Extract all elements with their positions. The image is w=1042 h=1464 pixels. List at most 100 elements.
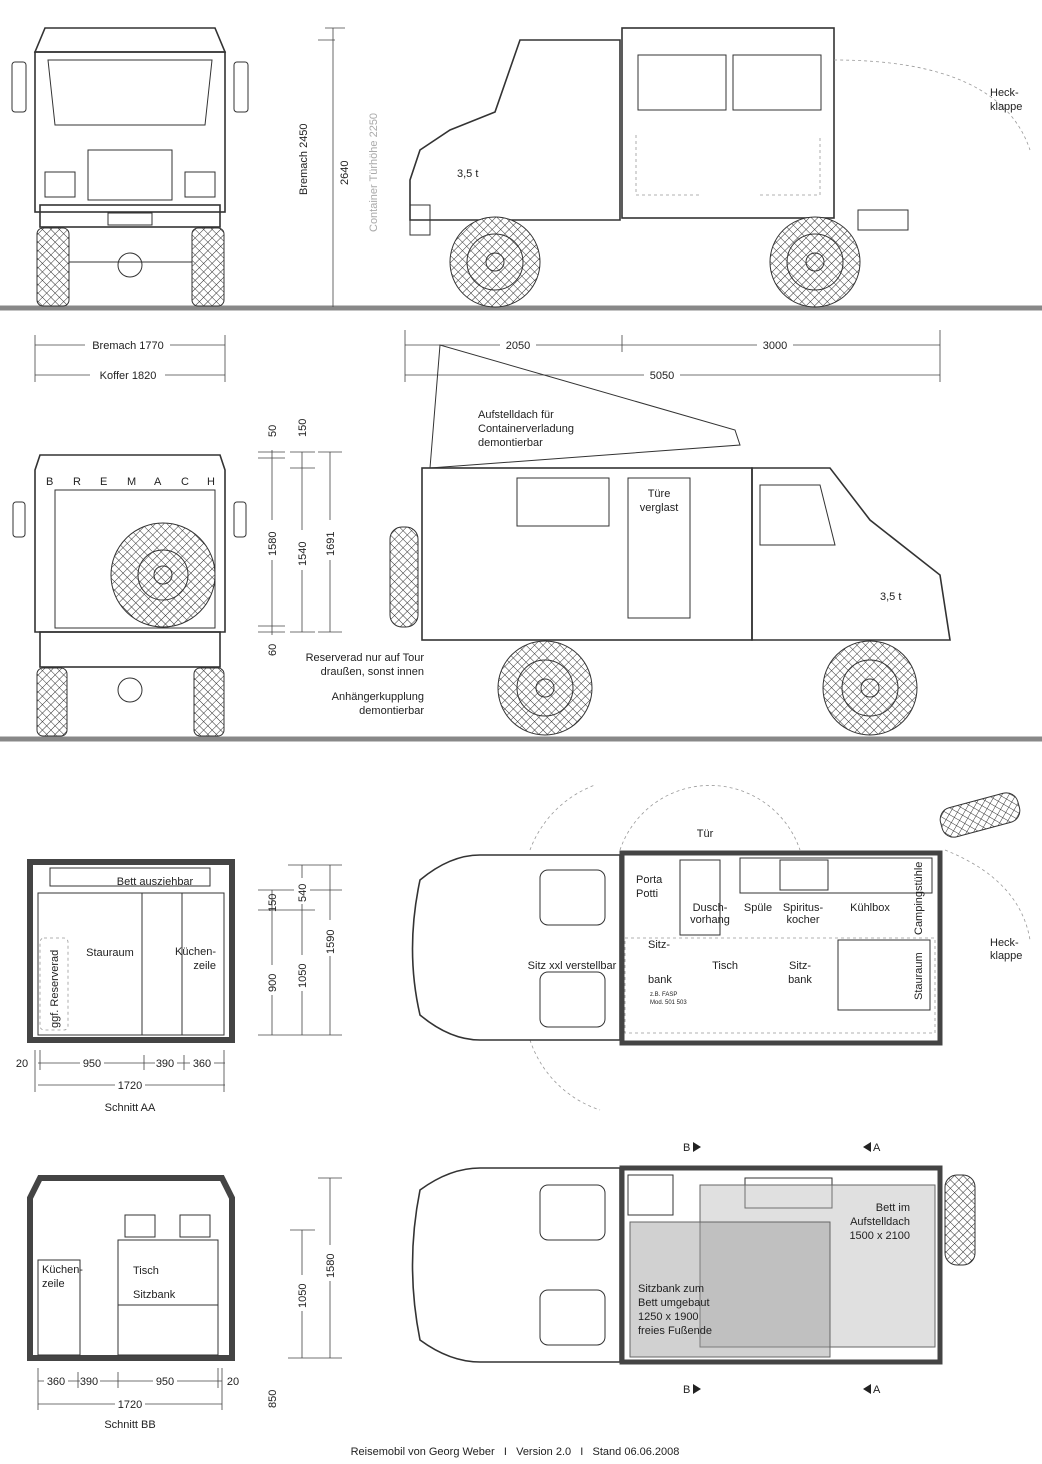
plan-top [411,784,1031,1111]
bb-dim-c: 850 [267,1390,279,1408]
plan-toilet-1: Porta [636,874,663,886]
plan-toilet-2: Potti [636,888,658,900]
bb-dim-b: 1580 [325,1254,337,1278]
bb-caption: Schnitt BB [104,1419,155,1431]
bb-kitchen-1: Küchen- [42,1264,83,1276]
aa-dim-d: 1050 [297,964,309,988]
dim-rear-top-a: 50 [267,425,279,437]
dim-rear-body-b: 1540 [297,542,309,566]
plan-bench-right-1: Sitz- [789,960,811,972]
bb-kitchen-2: zeile [42,1278,65,1290]
dim-rear-bottom: 60 [267,644,279,656]
plan-tailgate-2: klappe [990,950,1022,962]
front-view [11,27,249,307]
plan-sink: Spüle [744,902,772,914]
aa-storage: Stauraum [86,947,134,959]
roof-bed-2: Aufstelldach [850,1216,910,1228]
plan-bench-left-2: bank [648,974,672,986]
roof-bed-1: Bett im [876,1202,910,1214]
aa-dim-a: 150 [267,894,279,912]
bb-dim-a: 1050 [297,1284,309,1308]
svg-text:C: C [181,476,189,488]
rear-brand-lettering: B R E M A C H [46,476,215,488]
svg-text:H: H [207,476,215,488]
bb-hdim-a: 360 [47,1376,65,1388]
bb-hdim-d: 20 [227,1376,239,1388]
dim-rear-body-a: 1580 [267,532,279,556]
dim-rear-section: 3000 [763,340,787,352]
aa-dim-b: 540 [297,884,309,902]
plan-door: Tür [697,828,714,840]
plan-shower-1: Dusch- [693,902,728,914]
dim-total-length: 5050 [650,370,674,382]
bench-bed-2: Bett umgebaut [638,1297,710,1309]
plan-table: Tisch [712,960,738,972]
bench-bed-1: Sitzbank zum [638,1283,704,1295]
dim-total-height: 2640 [339,161,351,185]
plan-bench-note-2: Mod. 501 503 [650,1000,687,1006]
aa-hdim-d: 360 [193,1058,211,1070]
bench-bed-3: 1250 x 1900 [638,1311,699,1323]
tailgate-label-top-1: Heck- [990,87,1019,99]
aa-kitchen-2: zeile [193,960,216,972]
plan-seat: Sitz xxl verstellbar [528,960,617,972]
spare-note-2: draußen, sonst innen [321,666,424,678]
weight-badge-top: 3,5 t [457,168,478,180]
side-view-top [409,27,1031,308]
bb-hdim-total: 1720 [118,1399,142,1411]
plan-stove-1: Spiritus- [783,902,824,914]
marker-a-bottom: A [873,1384,881,1396]
dim-bremach-width: Bremach 1770 [92,340,164,352]
roof-note-3: demontierbar [478,437,543,449]
spare-note-1: Reserverad nur auf Tour [306,652,425,664]
plan-shower-2: vorhang [690,914,730,926]
aa-kitchen-1: Küchen- [175,946,216,958]
aa-spare: ggf. Reserverad [49,950,61,1028]
plan-bench-note-1: z.B. FASP [650,992,677,998]
footer: Reisemobil von Georg Weber I Version 2.0… [351,1446,680,1458]
section-bb [27,1175,235,1361]
plan-bottom [411,1165,976,1365]
plan-bench-right-2: bank [788,974,812,986]
marker-b-bottom: B [683,1384,690,1396]
roof-note-1: Aufstelldach für [478,409,554,421]
aa-hdim-c: 390 [156,1058,174,1070]
dim-bremach-height: Bremach 2450 [298,123,310,195]
rear-view [12,454,247,737]
marker-a-top: A [873,1142,881,1154]
aa-bed: Bett ausziehbar [117,876,194,888]
plan-fridge: Kühlbox [850,902,890,914]
bb-table: Tisch [133,1265,159,1277]
hitch-note-1: Anhängerkupplung [332,691,424,703]
svg-text:R: R [73,476,81,488]
bench-bed-4: freies Fußende [638,1325,712,1337]
bb-bench: Sitzbank [133,1289,176,1301]
roof-note-2: Containerverladung [478,423,574,435]
door-note-2: verglast [640,502,679,514]
aa-hdim-b: 950 [83,1058,101,1070]
svg-text:B: B [46,476,53,488]
dim-rear-body-c: 1691 [325,532,337,556]
door-note-1: Türe [648,488,671,500]
svg-text:A: A [154,476,162,488]
side-view-middle [389,344,951,736]
aa-hdim-a: 20 [16,1058,28,1070]
plan-chairs: Campingstühle [913,862,925,935]
svg-text:E: E [100,476,107,488]
tailgate-label-top-2: klappe [990,101,1022,113]
dimension-row [34,330,941,382]
svg-text:M: M [127,476,136,488]
dim-rear-top-b: 150 [297,419,309,437]
plan-bench-left-1: Sitz- [648,939,670,951]
marker-b-top: B [683,1142,690,1154]
aa-caption: Schnitt AA [105,1102,156,1114]
plan-storage: Stauraum [913,952,925,1000]
dim-container-door: Container Türhöhe 2250 [368,113,380,232]
hitch-note-2: demontierbar [359,705,424,717]
roof-bed-3: 1500 x 2100 [849,1230,910,1242]
bb-hdim-b: 390 [80,1376,98,1388]
plan-stove-2: kocher [786,914,819,926]
aa-hdim-total: 1720 [118,1080,142,1092]
dim-wheelbase-front: 2050 [506,340,530,352]
